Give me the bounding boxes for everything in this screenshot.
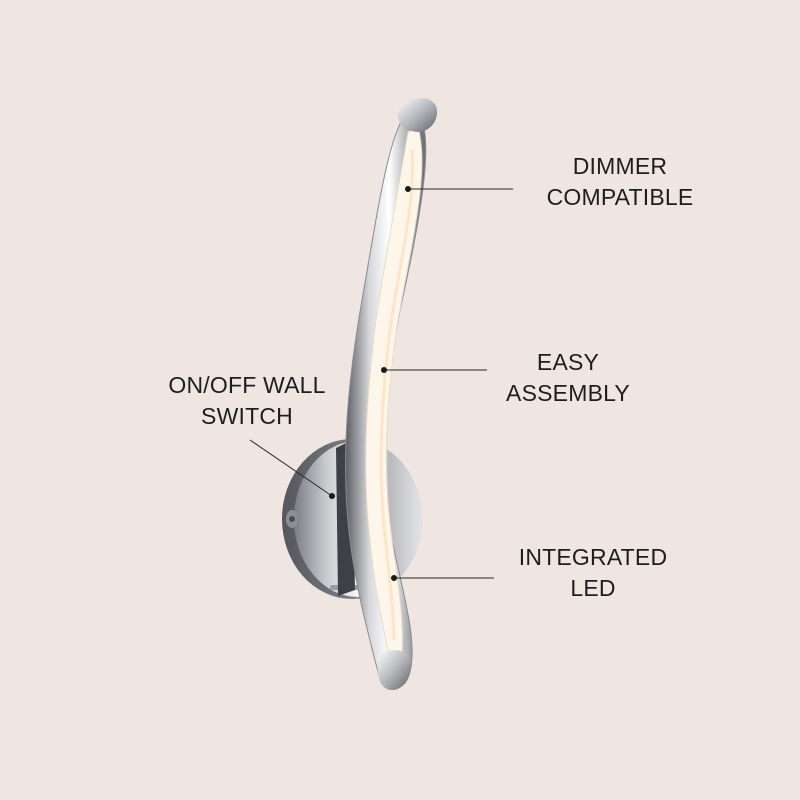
callout-on-off-wall-switch: ON/OFF WALL SWITCH	[142, 370, 352, 432]
callout-dimmer-line2: COMPATIBLE	[546, 184, 694, 210]
callout-dimmer-line1: DIMMER	[572, 153, 668, 179]
callout-leaders	[249, 188, 513, 579]
leader-line-switch	[249, 439, 333, 497]
dot-dimmer	[405, 186, 411, 192]
callout-easy-assembly: EASY ASSEMBLY	[478, 347, 658, 409]
callout-led-line2: LED	[570, 575, 616, 601]
callout-dots	[329, 186, 411, 581]
dot-switch	[329, 493, 335, 499]
bottom-end-cap	[377, 649, 411, 690]
top-end-cap	[397, 98, 438, 132]
callout-dimmer-compatible: DIMMER COMPATIBLE	[515, 151, 725, 213]
callout-assembly-line1: EASY	[536, 349, 600, 375]
dot-assembly	[381, 367, 387, 373]
screw-icon	[289, 516, 295, 522]
callout-switch-line2: SWITCH	[201, 403, 293, 429]
callout-integrated-led: INTEGRATED LED	[488, 542, 698, 604]
callout-switch-line1: ON/OFF WALL	[168, 372, 326, 398]
callout-led-line1: INTEGRATED	[518, 544, 668, 570]
callout-assembly-line2: ASSEMBLY	[506, 380, 630, 406]
dot-led	[391, 575, 397, 581]
